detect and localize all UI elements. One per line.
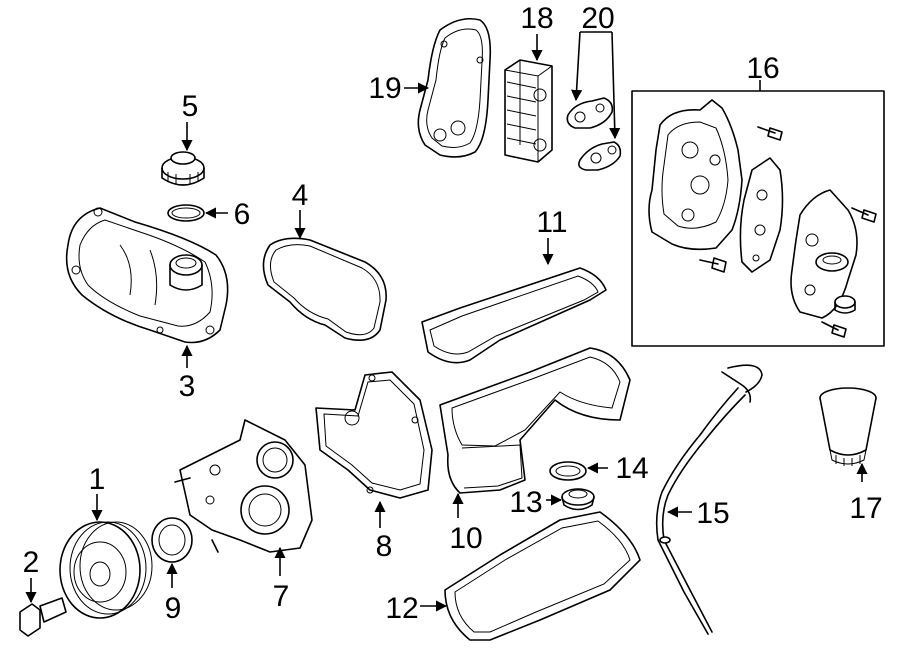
part-oil-filter <box>819 387 877 466</box>
callout-8: 8 <box>376 530 393 563</box>
part-dipstick <box>655 364 763 635</box>
part-drain-plug <box>561 488 595 511</box>
part-lower-pan-gasket <box>444 511 641 641</box>
callout-3: 3 <box>179 370 196 403</box>
callout-13: 13 <box>509 486 542 519</box>
part-oil-cooler <box>504 59 553 163</box>
callout-6: 6 <box>234 198 251 231</box>
callout-19: 19 <box>368 72 401 105</box>
callout-20: 20 <box>581 2 614 35</box>
part-pulley-bolt <box>19 597 67 637</box>
callout-2: 2 <box>23 546 40 579</box>
callout-11: 11 <box>536 206 567 239</box>
callout-18: 18 <box>520 2 553 35</box>
callout-labels: 1 2 3 4 5 6 7 8 9 10 11 12 13 14 15 16 1… <box>23 2 883 625</box>
part-valve-cover <box>65 207 229 344</box>
part-timing-cover-gasket <box>315 371 433 499</box>
leader-lines <box>25 31 868 612</box>
part-oil-pan-gasket <box>421 267 607 364</box>
part-crankshaft-seal <box>151 517 193 563</box>
part-drain-plug-gasket <box>549 461 587 481</box>
part-oil-cooler-seals <box>566 97 622 171</box>
callout-1: 1 <box>89 463 106 496</box>
part-valve-cover-gasket <box>262 237 387 341</box>
part-oil-filler-cap <box>161 151 205 186</box>
part-cap-o-ring <box>167 204 205 222</box>
callout-9: 9 <box>165 592 182 625</box>
callout-15: 15 <box>696 497 729 530</box>
part-crankshaft-pulley <box>59 521 153 619</box>
part-oil-pan <box>439 347 631 494</box>
callout-10: 10 <box>449 522 482 555</box>
part-oil-cooler-gasket <box>417 17 492 158</box>
callout-14: 14 <box>615 452 648 485</box>
callout-17: 17 <box>849 492 882 525</box>
callout-4: 4 <box>292 179 309 212</box>
callout-5: 5 <box>182 90 199 123</box>
part-timing-cover <box>174 419 313 553</box>
callout-7: 7 <box>273 580 290 613</box>
callout-16: 16 <box>746 52 779 85</box>
part-oil-filter-housing-kit <box>631 90 885 347</box>
callout-12: 12 <box>385 592 418 625</box>
